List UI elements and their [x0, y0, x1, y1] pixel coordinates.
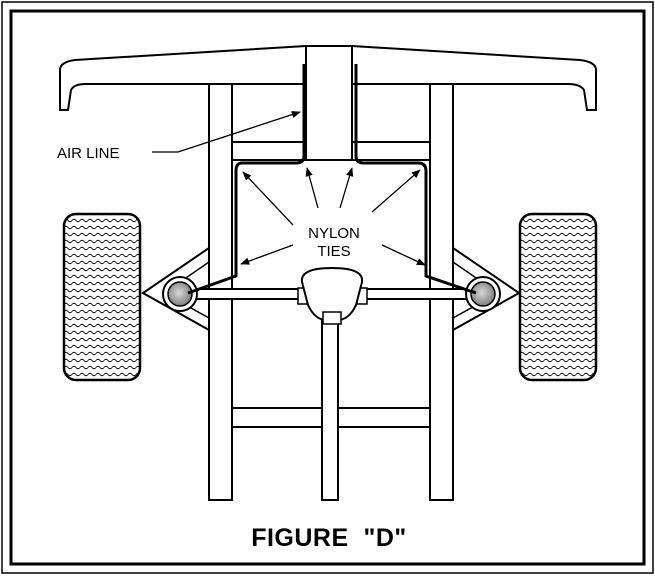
nylon-label: NYLON: [308, 225, 360, 242]
drive-shaft: [321, 315, 339, 501]
air-line-label: AIR LINE: [57, 145, 120, 162]
right-air-line: [354, 64, 477, 295]
differential: [297, 266, 368, 325]
inner-border: [9, 9, 646, 566]
right-air-bag: [465, 276, 501, 312]
left-air-line: [187, 64, 306, 295]
nylon-ties-arrows: [240, 167, 426, 266]
air-tube: [305, 45, 353, 161]
left-tire: [62, 212, 142, 382]
right-tire: [518, 212, 598, 382]
figure-caption: FIGURE "D": [251, 524, 407, 552]
left-air-bag: [162, 276, 198, 312]
ties-label: TIES: [317, 243, 350, 260]
air-line-leader: [152, 111, 301, 153]
